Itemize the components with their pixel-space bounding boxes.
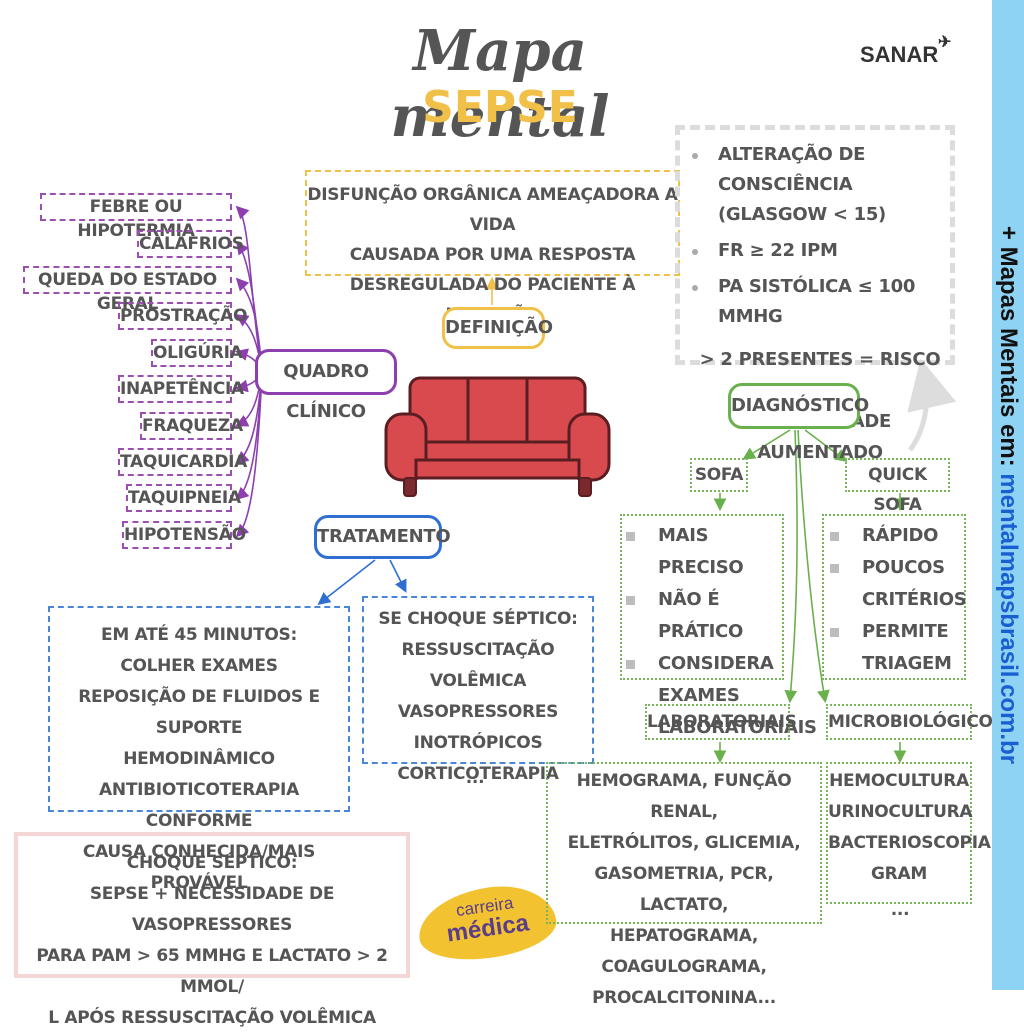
bullet-icon — [692, 249, 698, 255]
clinico-item: FEBRE OU HIPOTERMIA — [40, 193, 232, 241]
arrow-quick — [804, 429, 848, 462]
tratamento-node[interactable]: TRATAMENTO — [314, 515, 451, 559]
lab-line: PROCALCITONINA... — [592, 988, 776, 1008]
lab-line: HEMOGRAMA, FUNÇÃO RENAL, — [576, 771, 792, 822]
quick-sofa-item: PERMITE — [828, 616, 964, 648]
lab-line: ELETRÓLITOS, GLICEMIA, — [567, 833, 801, 853]
clinico-item: QUEDA DO ESTADO GERAL — [23, 266, 232, 314]
microbiologico-node[interactable]: MICROBIOLÓGICO — [826, 704, 993, 740]
clinico-item: TAQUIPNEIA — [126, 484, 241, 512]
connectors — [234, 205, 957, 764]
choque-line: L APÓS RESSUSCITAÇÃO VOLÊMICA — [48, 1008, 376, 1028]
quick-sofa-item: POUCOS — [828, 552, 964, 584]
tratamento-more: ... — [465, 768, 485, 788]
bullet-icon — [692, 285, 698, 291]
choque-line: SEPSE + NECESSIDADE DE VASOPRESSORES — [89, 884, 335, 935]
bullet-icon — [830, 564, 839, 573]
sofa-list-box: MAIS PRECISO NÃO É PRÁTICO CONSIDERA EXA… — [620, 514, 817, 738]
sofa-node[interactable]: SOFA — [690, 458, 748, 492]
arrow-sofa — [742, 429, 791, 460]
arrow-hipotensao — [235, 371, 263, 538]
side-banner-text[interactable]: + Mapas Mentais em: mentalmapsbrasil.com… — [994, 226, 1022, 764]
side-banner-prefix: + Mapas Mentais em: — [995, 225, 1022, 474]
tratamento-line: INOTRÓPICOS — [413, 733, 543, 753]
page-subtitle: SEPSE — [422, 82, 578, 133]
arrow-febre — [235, 205, 263, 373]
tratamento-line: RESSUSCITAÇÃO VOLÊMICA — [401, 640, 555, 691]
sofa-item: CONSIDERA — [624, 648, 782, 680]
qsofa-criteria-box: ALTERAÇÃO DE CONSCIÊNCIA (GLASGOW < 15) … — [675, 125, 955, 463]
criteria-item: ALTERAÇÃO DE CONSCIÊNCIA — [684, 140, 944, 200]
sofa-item: NÃO É PRÁTICO — [624, 584, 782, 648]
side-banner-url[interactable]: mentalmapsbrasil.com.br — [995, 473, 1022, 765]
microbiologico-more: ... — [890, 900, 910, 920]
tratamento-line: HEMODINÂMICO — [123, 749, 275, 769]
quick-sofa-item: CRITÉRIOS — [862, 589, 967, 610]
lab-line: GASOMETRIA, PCR, LACTATO, — [594, 864, 774, 915]
tratamento-line: COLHER EXAMES — [120, 656, 278, 676]
micro-line: URINOCULTURA — [828, 802, 973, 822]
page-title: Mapa mental — [390, 18, 610, 150]
clinico-item: CALAFRIOS — [137, 230, 244, 258]
clinico-item: OLIGÚRIA — [151, 339, 243, 367]
tratamento-right-box: SE CHOQUE SÉPTICO: RESSUSCITAÇÃO VOLÊMIC… — [362, 596, 594, 784]
bullet-icon — [830, 532, 839, 541]
arrow-trat-left — [317, 559, 376, 605]
definicao-text-box: DISFUNÇÃO ORGÂNICA AMEAÇADORA A VIDA CAU… — [305, 170, 680, 325]
arrow-quick-to-criteria — [907, 358, 957, 452]
micro-line: GRAM — [871, 864, 927, 884]
tratamento-line: ANTIBIOTICOTERAPIA CONFORME — [99, 780, 299, 831]
clinico-item: PROSTRAÇÃO — [118, 302, 247, 330]
sofa-item: MAIS PRECISO — [624, 520, 782, 584]
bullet-icon — [830, 628, 839, 637]
brand-logo: SANAR ✈ — [860, 34, 951, 68]
side-banner: + Mapas Mentais em: mentalmapsbrasil.com… — [992, 0, 1024, 990]
quick-sofa-node[interactable]: QUICK SOFA — [845, 458, 950, 515]
arrow-lab — [784, 429, 798, 704]
bullet-icon — [692, 153, 698, 159]
tratamento-line: EM ATÉ 45 MINUTOS: — [101, 625, 297, 645]
clinico-item: TAQUICARDIA — [118, 448, 247, 476]
criteria-item: PA SISTÓLICA ≤ 100 MMHG — [684, 272, 944, 332]
quick-sofa-item: RÁPIDO — [828, 520, 964, 552]
bullet-icon — [626, 660, 635, 669]
tratamento-line: SE CHOQUE SÉPTICO: — [378, 609, 578, 629]
tratamento-line: REPOSIÇÃO DE FLUIDOS E SUPORTE — [78, 687, 320, 738]
choque-line: CHOQUE SÉPTICO: — [126, 853, 298, 873]
brand-mark-icon: ✈ — [938, 34, 952, 51]
laboratoriais-node[interactable]: LABORATORIAIS — [645, 704, 797, 740]
quick-sofa-item: TRIAGEM — [862, 653, 952, 674]
tratamento-line: CORTICOTERAPIA — [397, 764, 559, 784]
criteria-item: FR ≥ 22 IPM — [684, 236, 944, 266]
bullet-icon — [626, 532, 635, 541]
laboratoriais-list-box: HEMOGRAMA, FUNÇÃO RENAL, ELETRÓLITOS, GL… — [546, 762, 822, 1008]
microbiologico-list-box: HEMOCULTURA URINOCULTURA BACTERIOSCOPIA … — [826, 762, 991, 904]
definicao-node[interactable]: DEFINIÇÃO — [442, 307, 553, 349]
micro-line: HEMOCULTURA — [829, 771, 969, 791]
micro-line: BACTERIOSCOPIA — [828, 833, 991, 853]
choque-line: PARA PAM > 65 MMHG E LACTATO > 2 MMOL/ — [36, 946, 388, 997]
quick-sofa-list-box: RÁPIDO POUCOS CRITÉRIOS PERMITE TRIAGEM — [822, 514, 967, 680]
lab-line: HEPATOGRAMA, COAGULOGRAMA, — [601, 926, 767, 977]
bullet-icon — [626, 596, 635, 605]
tratamento-left-box: EM ATÉ 45 MINUTOS: COLHER EXAMES REPOSIÇ… — [48, 606, 350, 893]
clinico-item: FRAQUEZA — [140, 412, 243, 440]
clinico-item: INAPETÊNCIA — [118, 375, 244, 403]
diagnostico-node[interactable]: DIAGNÓSTICO — [728, 383, 869, 429]
sofa-icon — [384, 376, 611, 497]
sofa-item: LABORATORIAIS — [658, 717, 817, 738]
definicao-line: DISFUNÇÃO ORGÂNICA AMEAÇADORA A VIDA — [307, 185, 678, 235]
definicao-line: CAUSADA POR UMA RESPOSTA — [349, 245, 636, 265]
criteria-item: (GLASGOW < 15) — [718, 204, 886, 225]
choque-septico-box: CHOQUE SÉPTICO: SEPSE + NECESSIDADE DE V… — [14, 832, 410, 1028]
sofa-item: EXAMES — [658, 685, 740, 706]
tratamento-line: CAUSA CONHECIDA/MAIS PROVÁVEL — [82, 842, 316, 893]
clinico-item: HIPOTENSÃO — [122, 521, 246, 549]
brand-name: SANAR — [860, 42, 939, 67]
quadro-clinico-node[interactable]: QUADRO CLÍNICO — [255, 349, 397, 422]
arrow-trat-right — [389, 559, 407, 593]
arrow-micro — [797, 429, 830, 704]
tratamento-line: VASOPRESSORES — [397, 702, 559, 722]
